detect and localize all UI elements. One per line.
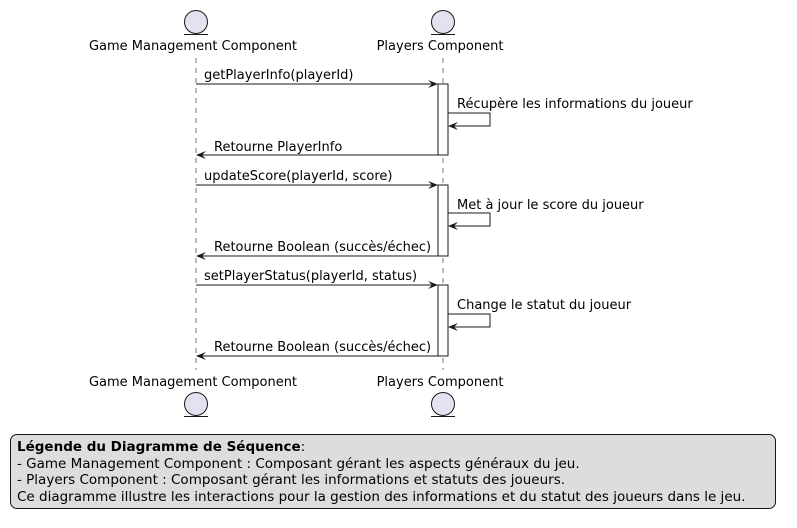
message-label: setPlayerStatus(playerId, status) xyxy=(204,269,417,284)
legend-title-suffix: : xyxy=(300,439,306,455)
message-label: getPlayerInfo(playerId) xyxy=(204,68,354,83)
activation-bar xyxy=(437,284,449,357)
self-message-change-statut: Change le statut du joueur xyxy=(448,298,632,331)
message-label: Récupère les informations du joueur xyxy=(457,97,693,112)
entity-icon xyxy=(431,392,455,417)
message-return-boolean-status: Retourne Boolean (succès/échec) xyxy=(196,340,438,360)
participant-label: Game Management Component xyxy=(89,39,297,54)
participant-right-top: Players Component xyxy=(377,10,504,54)
message-set-player-status: setPlayerStatus(playerId, status) xyxy=(196,269,438,289)
participant-left-bottom: Game Management Component xyxy=(89,375,297,417)
legend-heading: Légende du Diagramme de Séquence: xyxy=(17,439,769,456)
diagram-legend: Légende du Diagramme de Séquence: - Game… xyxy=(10,434,776,509)
message-update-score: updateScore(playerId, score) xyxy=(196,169,438,189)
participant-label: Players Component xyxy=(377,39,504,54)
participant-left-top: Game Management Component xyxy=(89,10,297,54)
message-label: Retourne Boolean (succès/échec) xyxy=(214,240,431,255)
entity-icon xyxy=(184,10,208,35)
message-label: Change le statut du joueur xyxy=(457,298,632,313)
message-label: Retourne Boolean (succès/échec) xyxy=(214,340,431,355)
legend-line: - Game Management Component : Composant … xyxy=(17,455,580,472)
entity-icon xyxy=(184,392,208,417)
sequence-diagram: Game Management Component Players Compon… xyxy=(89,10,693,417)
legend-line: - Players Component : Composant gérant l… xyxy=(17,472,566,488)
participant-label: Players Component xyxy=(377,375,504,390)
participant-right-bottom: Players Component xyxy=(377,375,504,417)
legend-title: Légende du Diagramme de Séquence xyxy=(17,439,301,455)
message-label: Met à jour le score du joueur xyxy=(457,198,644,213)
message-get-player-info: getPlayerInfo(playerId) xyxy=(196,68,438,88)
participant-label: Game Management Component xyxy=(89,375,297,390)
entity-icon xyxy=(431,10,455,35)
self-message-met-a-jour-score: Met à jour le score du joueur xyxy=(448,198,644,230)
message-return-player-info: Retourne PlayerInfo xyxy=(196,140,438,159)
message-label: updateScore(playerId, score) xyxy=(204,169,393,184)
activation-bar xyxy=(437,184,449,257)
self-message-recupere-infos: Récupère les informations du joueur xyxy=(448,97,693,130)
activation-bar xyxy=(437,83,449,156)
message-label: Retourne PlayerInfo xyxy=(214,140,342,155)
legend-line: Ce diagramme illustre les interactions p… xyxy=(17,488,746,505)
message-return-boolean-score: Retourne Boolean (succès/échec) xyxy=(196,240,438,260)
